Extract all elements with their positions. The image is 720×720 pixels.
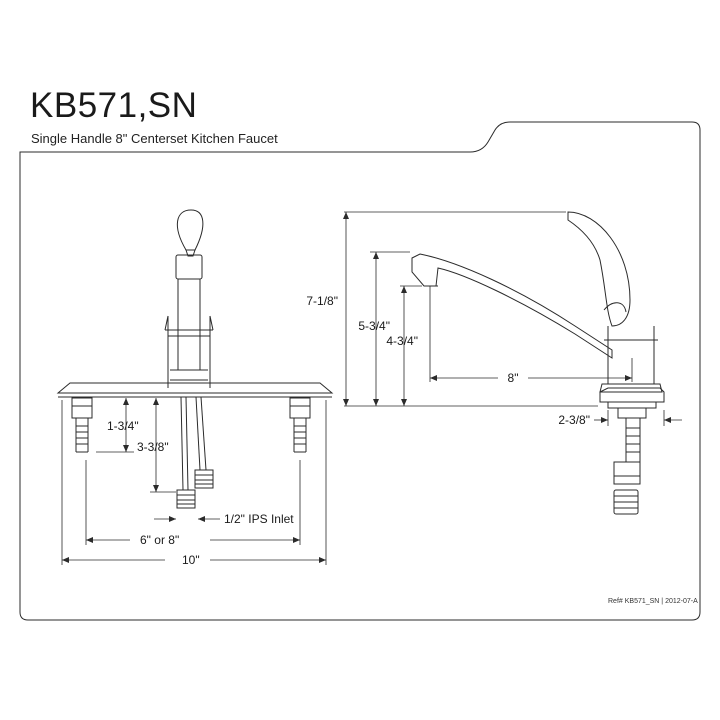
label-overall-height: 7-1/8" [306, 294, 338, 308]
label-inlet: 1/2" IPS Inlet [224, 512, 294, 526]
front-handle [176, 209, 204, 251]
supply-fitting-right [194, 469, 214, 489]
side-mounting-nut [613, 461, 641, 477]
drawing-reference: Ref# KB571_SN | 2012-07-A [608, 598, 698, 605]
side-faucet-body [607, 326, 655, 384]
supply-line-left [180, 396, 184, 491]
label-plate-width: 10" [182, 553, 200, 567]
front-labels: 1-3/4" 3-3/8" 1/2" IPS Inlet 6" or 8" 10… [107, 419, 294, 567]
side-lever-handle [567, 211, 631, 327]
drawing-frame [19, 121, 701, 621]
label-aerator-clearance: 4-3/4" [386, 334, 418, 348]
front-view [56, 209, 334, 509]
model-number: KB571,SN [30, 86, 198, 125]
front-arrowheads [62, 398, 326, 563]
product-description: Single Handle 8" Centerset Kitchen Fauce… [31, 131, 278, 146]
side-arrowheads [343, 212, 671, 423]
side-spout [411, 253, 613, 359]
supply-line-right [195, 396, 201, 471]
side-labels: 7-1/8" 5-3/4" 4-3/4" 8" 2-3/8" [306, 294, 590, 427]
label-spout-height: 5-3/4" [358, 319, 390, 333]
supply-fitting-left [176, 489, 196, 509]
side-shank [617, 407, 647, 419]
front-spout-block [175, 254, 203, 280]
label-spout-reach: 8" [508, 371, 519, 385]
label-base-depth: 2-3/8" [558, 413, 590, 427]
side-deck-plate [599, 387, 665, 403]
label-deck-to-shank: 1-3/4" [107, 419, 139, 433]
label-supply-length: 3-3/8" [137, 440, 169, 454]
front-faucet-body [177, 279, 201, 370]
side-view [411, 211, 665, 515]
label-centers: 6" or 8" [140, 533, 179, 547]
deck-plate [56, 382, 334, 394]
mounting-shank-right [289, 397, 311, 407]
front-dimensions [61, 398, 327, 565]
side-dimensions [344, 211, 682, 426]
mounting-shank-left [71, 397, 93, 407]
